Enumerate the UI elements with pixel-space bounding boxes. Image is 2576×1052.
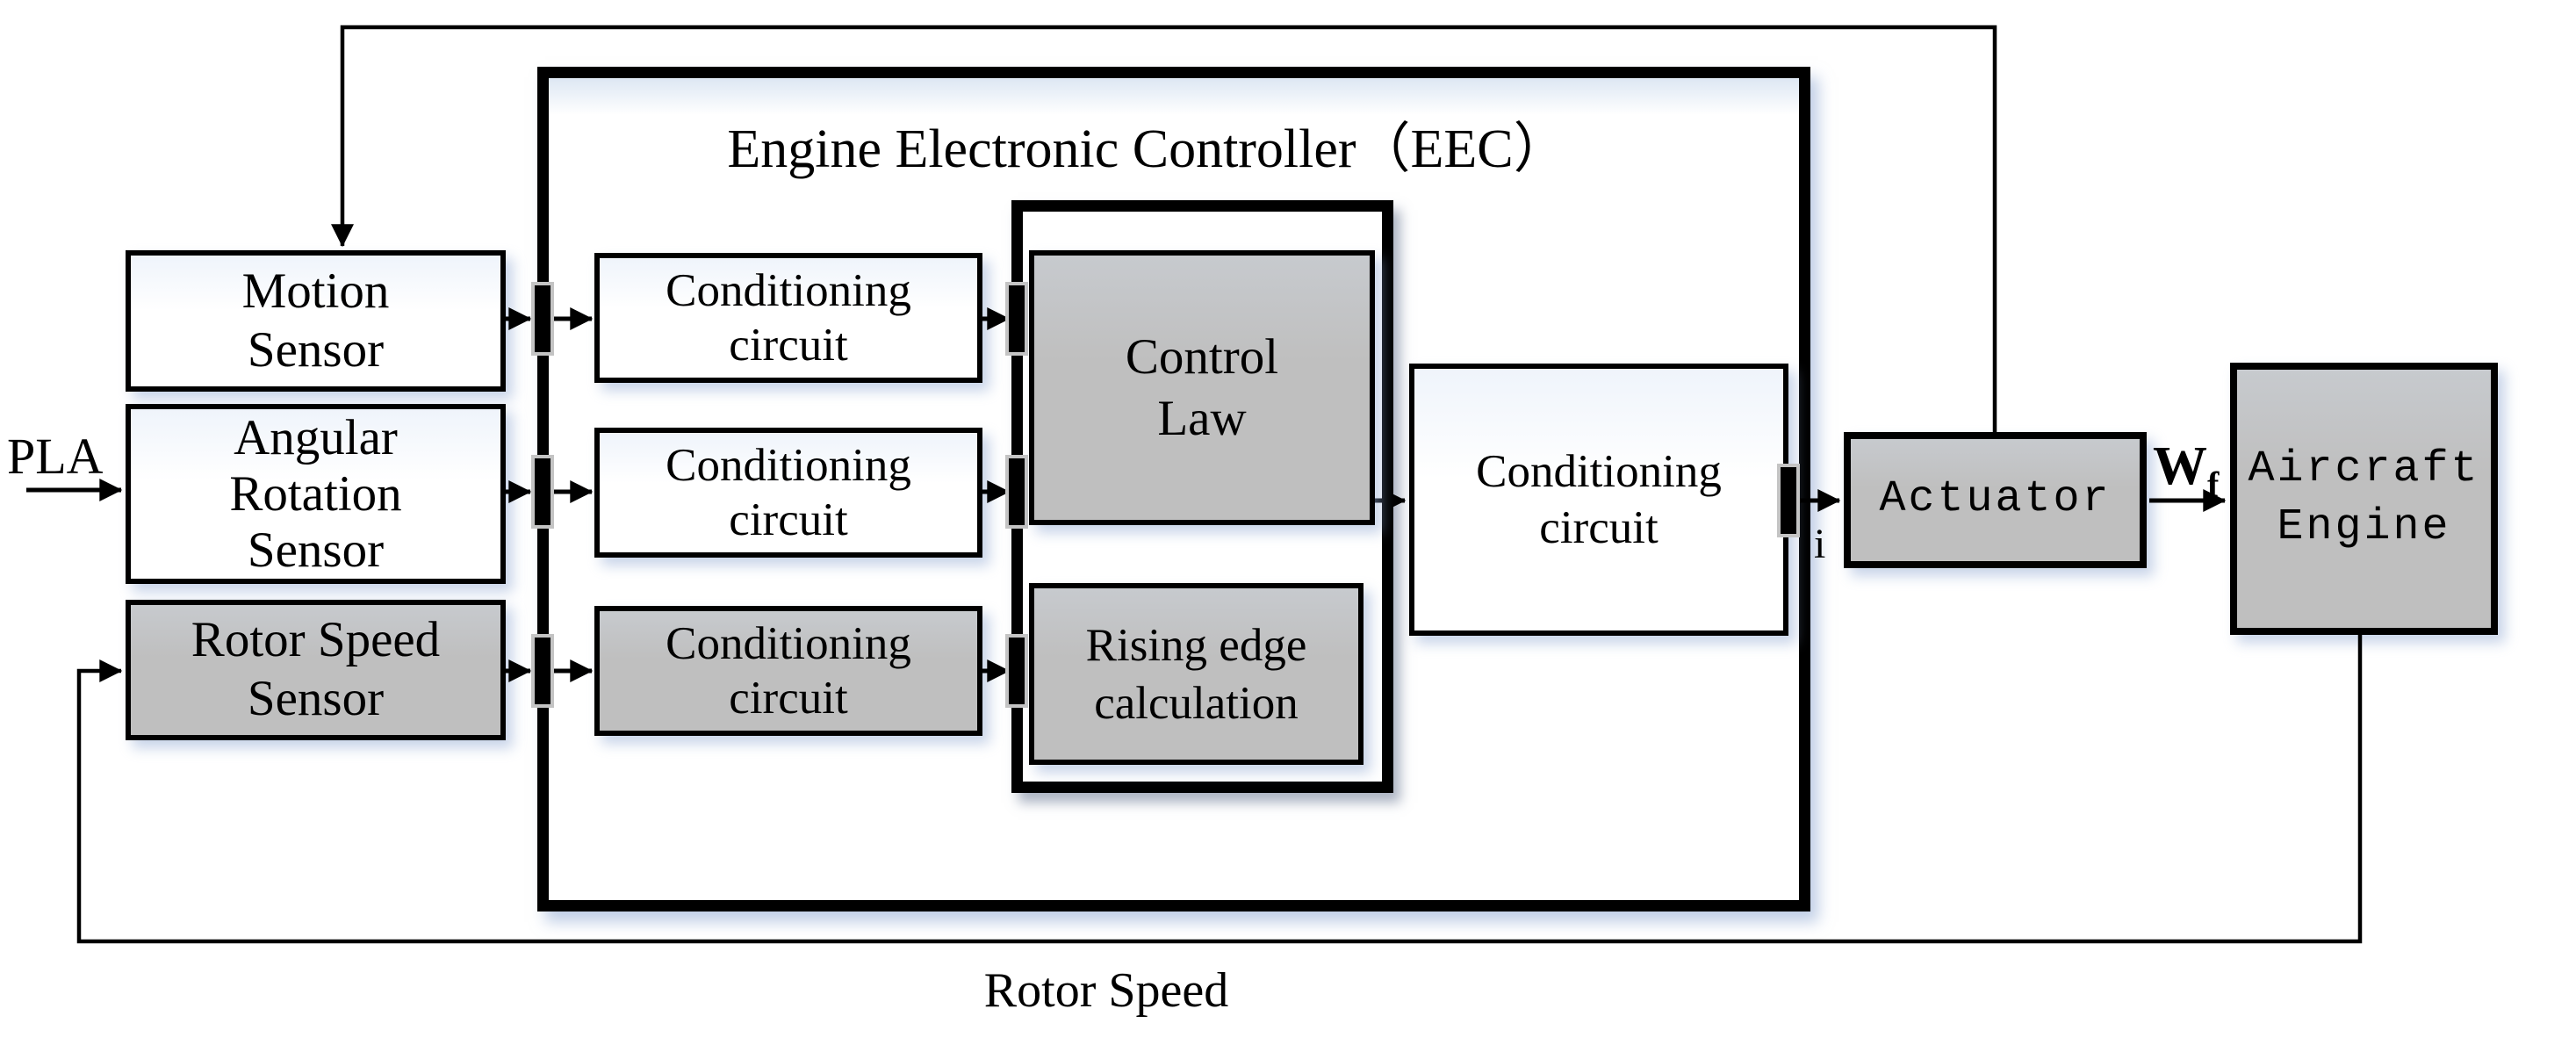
block-conditioning-circuit-3: Conditioning circuit xyxy=(594,606,982,736)
block-angular-rotation-sensor: Angular Rotation Sensor xyxy=(126,404,506,584)
block-aircraft-engine: Aircraft Engine xyxy=(2230,363,2498,635)
eec-title: Engine Electronic Controller（EEC） xyxy=(727,119,1568,179)
block-rotor-speed-sensor: Rotor Speed Sensor xyxy=(126,600,506,740)
current-signal-label: i xyxy=(1814,521,1826,567)
actuator-position-feedback-line xyxy=(331,25,1997,434)
block-conditioning-circuit-1: Conditioning circuit xyxy=(594,253,982,383)
block-conditioning-circuit-2: Conditioning circuit xyxy=(594,428,982,558)
block-rising-edge-calculation: Rising edge calculation xyxy=(1029,583,1364,765)
fuel-flow-base: W xyxy=(2153,436,2207,496)
eec-port-output xyxy=(1777,464,1800,537)
pla-signal-label: PLA xyxy=(7,428,104,485)
channel-port-cond3 xyxy=(1005,634,1028,708)
eec-port-motion xyxy=(531,282,554,356)
channel-port-cond2 xyxy=(1005,455,1028,529)
block-actuator: Actuator xyxy=(1844,432,2147,568)
block-control-law: Control Law xyxy=(1029,250,1375,525)
rotor-speed-feedback-line xyxy=(76,632,2363,944)
fuel-flow-signal-label: Wf xyxy=(2153,436,2219,505)
channel-port-cond1 xyxy=(1005,282,1028,356)
eec-port-angular xyxy=(531,455,554,529)
block-motion-sensor: Motion Sensor xyxy=(126,250,506,392)
eec-port-rotor xyxy=(531,634,554,708)
rotor-speed-feedback-label: Rotor Speed xyxy=(983,963,1229,1018)
fuel-flow-subscript: f xyxy=(2207,465,2220,504)
